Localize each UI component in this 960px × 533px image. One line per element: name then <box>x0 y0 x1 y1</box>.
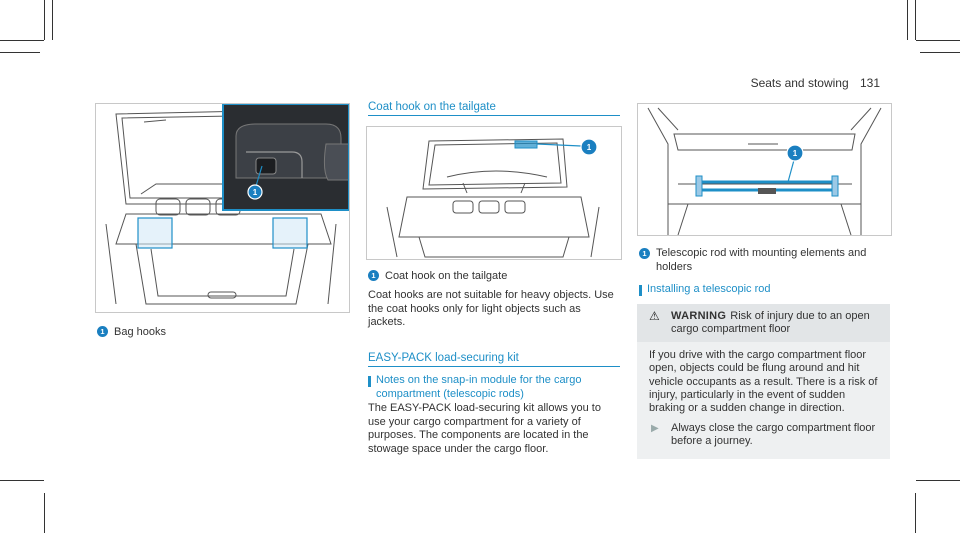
caption-text: Bag hooks <box>114 326 166 338</box>
tailgate-illustration: 1 <box>386 138 600 258</box>
crop-mark <box>0 52 40 53</box>
telescopic-rod-figure: 1 <box>637 103 892 236</box>
coat-hook-paragraph: Coat hooks are not suitable for heavy ob… <box>368 289 614 329</box>
crop-mark <box>907 0 908 40</box>
crop-mark <box>916 480 960 481</box>
section-title-text: EASY-PACK load-securing kit <box>368 352 519 364</box>
page-header: Seats and stowing 131 <box>751 76 880 90</box>
telescopic-rod-illustration: 1 <box>647 107 882 235</box>
warning-headline: Risk of injury due to an open cargo comp… <box>671 310 870 336</box>
coat-hook-caption: 1 Coat hook on the tailgate <box>368 269 507 283</box>
hook-closeup-inset <box>222 104 349 211</box>
figure-callout-number: 1 <box>253 188 258 197</box>
callout-badge: 1 <box>368 270 379 281</box>
crop-mark <box>44 0 45 40</box>
section-title-coat-hook: Coat hook on the tailgate <box>368 101 620 116</box>
warning-step: ▶ Always close the cargo compartment flo… <box>637 422 890 459</box>
crop-mark <box>915 0 916 40</box>
warning-body: If you drive with the cargo compartment … <box>649 348 878 415</box>
crop-mark <box>915 493 916 533</box>
warning-step-text: Always close the cargo compartment floor… <box>671 421 876 448</box>
bag-hooks-caption: 1 Bag hooks <box>97 325 166 339</box>
telescopic-rod-caption: 1 Telescopic rod with mounting elements a… <box>639 246 889 274</box>
caption-text: Telescopic rod with mounting elements an… <box>656 247 867 273</box>
figure-callout-number: 1 <box>587 143 592 152</box>
easy-pack-paragraph: The EASY-PACK load-securing kit allows y… <box>368 402 601 455</box>
cargo-compartment-illustration: 1 <box>105 104 349 305</box>
crop-mark <box>916 40 960 41</box>
caption-text: Coat hook on the tailgate <box>385 270 508 282</box>
figure-callout-number: 1 <box>793 149 798 158</box>
section-title-easy-pack: EASY-PACK load-securing kit <box>368 352 620 367</box>
crop-mark <box>920 52 960 53</box>
section-title-text: Coat hook on the tailgate <box>368 101 496 113</box>
callout-badge: 1 <box>639 248 650 259</box>
crop-mark <box>0 40 44 41</box>
coat-hook-figure: 1 <box>366 126 622 260</box>
subheading-snap-in-module: Notes on the snap-in module for the carg… <box>368 374 620 401</box>
header-title: Seats and stowing <box>750 76 849 90</box>
warning-label: WARNING <box>671 310 727 322</box>
telescopic-rod-highlight <box>695 175 839 197</box>
page-number: 131 <box>859 76 880 90</box>
play-arrow-icon: ▶ <box>651 422 659 434</box>
bag-hooks-figure: 1 <box>95 103 350 313</box>
crop-mark <box>0 480 44 481</box>
warning-triangle-icon: ⚠ <box>649 309 660 323</box>
subheading-installing-rod: Installing a telescopic rod <box>639 283 891 297</box>
crop-mark <box>44 493 45 533</box>
crop-mark <box>52 0 53 40</box>
callout-badge: 1 <box>97 326 108 337</box>
